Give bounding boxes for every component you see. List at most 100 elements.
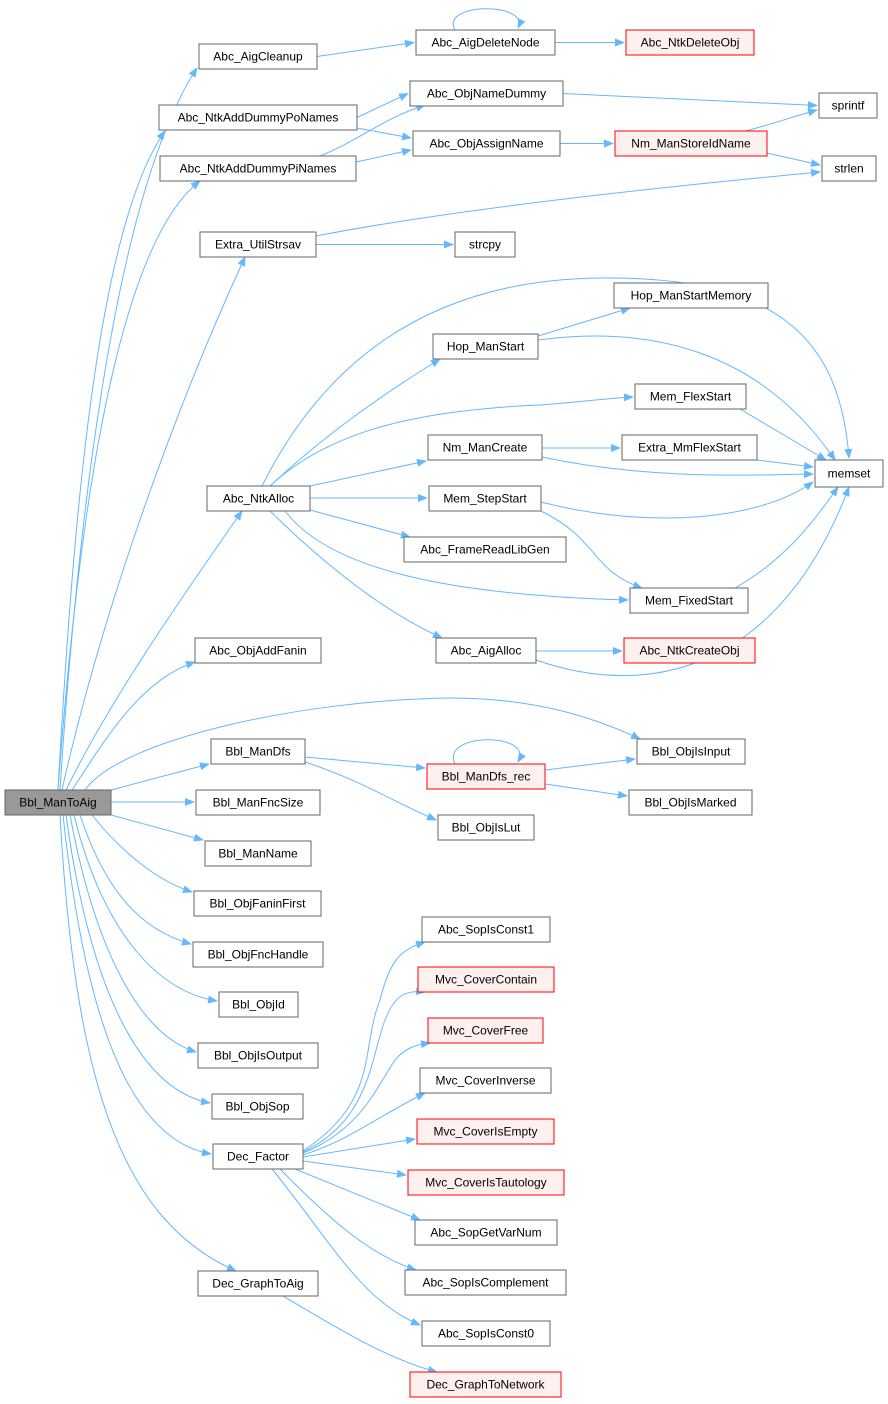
node-box-flexstart[interactable]	[634, 383, 747, 410]
node-box-ntkalloc[interactable]	[206, 485, 311, 512]
node-sopvarnum[interactable]: Abc_SopGetVarNum	[414, 1219, 558, 1246]
node-box-ntkdeleteobj[interactable]	[625, 29, 755, 56]
node-addfanin[interactable]: Abc_ObjAddFanin	[194, 637, 322, 664]
node-mmflex[interactable]: Extra_MmFlexStart	[621, 434, 758, 461]
node-stepstart[interactable]: Mem_StepStart	[428, 485, 542, 512]
node-addpo[interactable]: Abc_NtkAddDummyPoNames	[158, 104, 358, 131]
node-strcpy[interactable]: strcpy	[454, 231, 516, 258]
node-box-coverfree[interactable]	[427, 1017, 544, 1044]
node-framelib[interactable]: Abc_FrameReadLibGen	[403, 536, 567, 563]
node-manname[interactable]: Bbl_ManName	[204, 840, 312, 867]
node-box-sopvarnum[interactable]	[414, 1219, 558, 1246]
node-box-isoutput[interactable]	[197, 1042, 319, 1069]
node-coverempty[interactable]: Mvc_CoverIsEmpty	[416, 1118, 555, 1145]
node-box-aigalloc[interactable]	[435, 637, 537, 664]
node-box-objassignname[interactable]	[412, 130, 561, 157]
node-box-nmstoreid[interactable]	[614, 130, 768, 157]
node-sprintf[interactable]: sprintf	[818, 92, 878, 119]
node-objsop[interactable]: Bbl_ObjSop	[211, 1093, 304, 1120]
node-box-covertaut[interactable]	[407, 1169, 565, 1196]
node-box-objismarked[interactable]	[628, 789, 753, 816]
node-box-fixedstart[interactable]	[629, 587, 749, 614]
node-graphtoaig[interactable]: Dec_GraphToAig	[197, 1270, 319, 1297]
node-box-hopstart[interactable]	[432, 333, 539, 360]
node-box-aigdeletenode[interactable]	[415, 29, 556, 56]
node-aigalloc[interactable]: Abc_AigAlloc	[435, 637, 537, 664]
node-objislut[interactable]: Bbl_ObjIsLut	[437, 814, 535, 841]
node-box-sopconst0[interactable]	[421, 1320, 551, 1347]
node-ntkcreateobj[interactable]: Abc_NtkCreateObj	[623, 637, 756, 664]
node-sopconst0[interactable]: Abc_SopIsConst0	[421, 1320, 551, 1347]
node-mandfsrec[interactable]: Bbl_ManDfs_rec	[426, 763, 546, 790]
node-nmstoreid[interactable]: Nm_ManStoreIdName	[614, 130, 768, 157]
node-box-addpo[interactable]	[158, 104, 358, 131]
node-objnamedummy[interactable]: Abc_ObjNameDummy	[409, 80, 564, 107]
node-decfactor[interactable]: Dec_Factor	[212, 1143, 304, 1170]
node-strlen[interactable]: strlen	[821, 155, 877, 182]
node-box-objsop[interactable]	[211, 1093, 304, 1120]
node-root[interactable]: Bbl_ManToAig	[4, 789, 112, 816]
node-objismarked[interactable]: Bbl_ObjIsMarked	[628, 789, 753, 816]
node-box-manname[interactable]	[204, 840, 312, 867]
node-box-sprintf[interactable]	[818, 92, 878, 119]
node-box-strlen[interactable]	[821, 155, 877, 182]
node-hopstartmem[interactable]: Hop_ManStartMemory	[613, 282, 769, 309]
node-box-coverinverse[interactable]	[419, 1067, 552, 1094]
node-box-objnamedummy[interactable]	[409, 80, 564, 107]
node-ntkalloc[interactable]: Abc_NtkAlloc	[206, 485, 311, 512]
node-box-sopcompl[interactable]	[404, 1269, 567, 1296]
node-hopstart[interactable]: Hop_ManStart	[432, 333, 539, 360]
node-box-mandfsrec[interactable]	[426, 763, 546, 790]
node-box-faninfirst[interactable]	[193, 890, 322, 917]
node-box-nmcreate[interactable]	[427, 434, 543, 461]
node-box-strcpy[interactable]	[454, 231, 516, 258]
node-ntkdeleteobj[interactable]: Abc_NtkDeleteObj	[625, 29, 755, 56]
node-graphtonet[interactable]: Dec_GraphToNetwork	[409, 1371, 562, 1398]
node-box-addfanin[interactable]	[194, 637, 322, 664]
node-box-fnchandle[interactable]	[192, 941, 324, 968]
node-fnchandle[interactable]: Bbl_ObjFncHandle	[192, 941, 324, 968]
node-box-mandfs[interactable]	[210, 738, 306, 765]
node-box-graphtoaig[interactable]	[197, 1270, 319, 1297]
node-box-addpi[interactable]	[159, 155, 357, 182]
node-fixedstart[interactable]: Mem_FixedStart	[629, 587, 749, 614]
node-sopcompl[interactable]: Abc_SopIsComplement	[404, 1269, 567, 1296]
node-box-objid[interactable]	[218, 991, 299, 1018]
node-covercontain[interactable]: Mvc_CoverContain	[417, 966, 555, 993]
node-objisinput[interactable]: Bbl_ObjIsInput	[636, 738, 746, 765]
node-faninfirst[interactable]: Bbl_ObjFaninFirst	[193, 890, 322, 917]
node-covertaut[interactable]: Mvc_CoverIsTautology	[407, 1169, 565, 1196]
node-box-fncsize[interactable]	[195, 789, 321, 816]
node-aigdeletenode[interactable]: Abc_AigDeleteNode	[415, 29, 556, 56]
node-mandfs[interactable]: Bbl_ManDfs	[210, 738, 306, 765]
node-box-covercontain[interactable]	[417, 966, 555, 993]
node-box-decfactor[interactable]	[212, 1143, 304, 1170]
node-memset[interactable]: memset	[814, 459, 884, 488]
node-box-memset[interactable]	[814, 459, 884, 488]
node-box-framelib[interactable]	[403, 536, 567, 563]
node-addpi[interactable]: Abc_NtkAddDummyPiNames	[159, 155, 357, 182]
node-box-coverempty[interactable]	[416, 1118, 555, 1145]
node-coverinverse[interactable]: Mvc_CoverInverse	[419, 1067, 552, 1094]
node-box-sopconst1[interactable]	[421, 916, 551, 943]
node-box-root[interactable]	[4, 789, 112, 816]
node-strsav[interactable]: Extra_UtilStrsav	[199, 231, 317, 258]
node-box-aigcleanup[interactable]	[198, 43, 318, 70]
node-isoutput[interactable]: Bbl_ObjIsOutput	[197, 1042, 319, 1069]
node-objassignname[interactable]: Abc_ObjAssignName	[412, 130, 561, 157]
node-fncsize[interactable]: Bbl_ManFncSize	[195, 789, 321, 816]
node-box-ntkcreateobj[interactable]	[623, 637, 756, 664]
node-flexstart[interactable]: Mem_FlexStart	[634, 383, 747, 410]
node-sopconst1[interactable]: Abc_SopIsConst1	[421, 916, 551, 943]
node-box-stepstart[interactable]	[428, 485, 542, 512]
node-box-mmflex[interactable]	[621, 434, 758, 461]
node-objid[interactable]: Bbl_ObjId	[218, 991, 299, 1018]
node-box-objisinput[interactable]	[636, 738, 746, 765]
node-box-hopstartmem[interactable]	[613, 282, 769, 309]
node-aigcleanup[interactable]: Abc_AigCleanup	[198, 43, 318, 70]
node-box-objislut[interactable]	[437, 814, 535, 841]
node-coverfree[interactable]: Mvc_CoverFree	[427, 1017, 544, 1044]
node-box-graphtonet[interactable]	[409, 1371, 562, 1398]
node-nmcreate[interactable]: Nm_ManCreate	[427, 434, 543, 461]
node-box-strsav[interactable]	[199, 231, 317, 258]
